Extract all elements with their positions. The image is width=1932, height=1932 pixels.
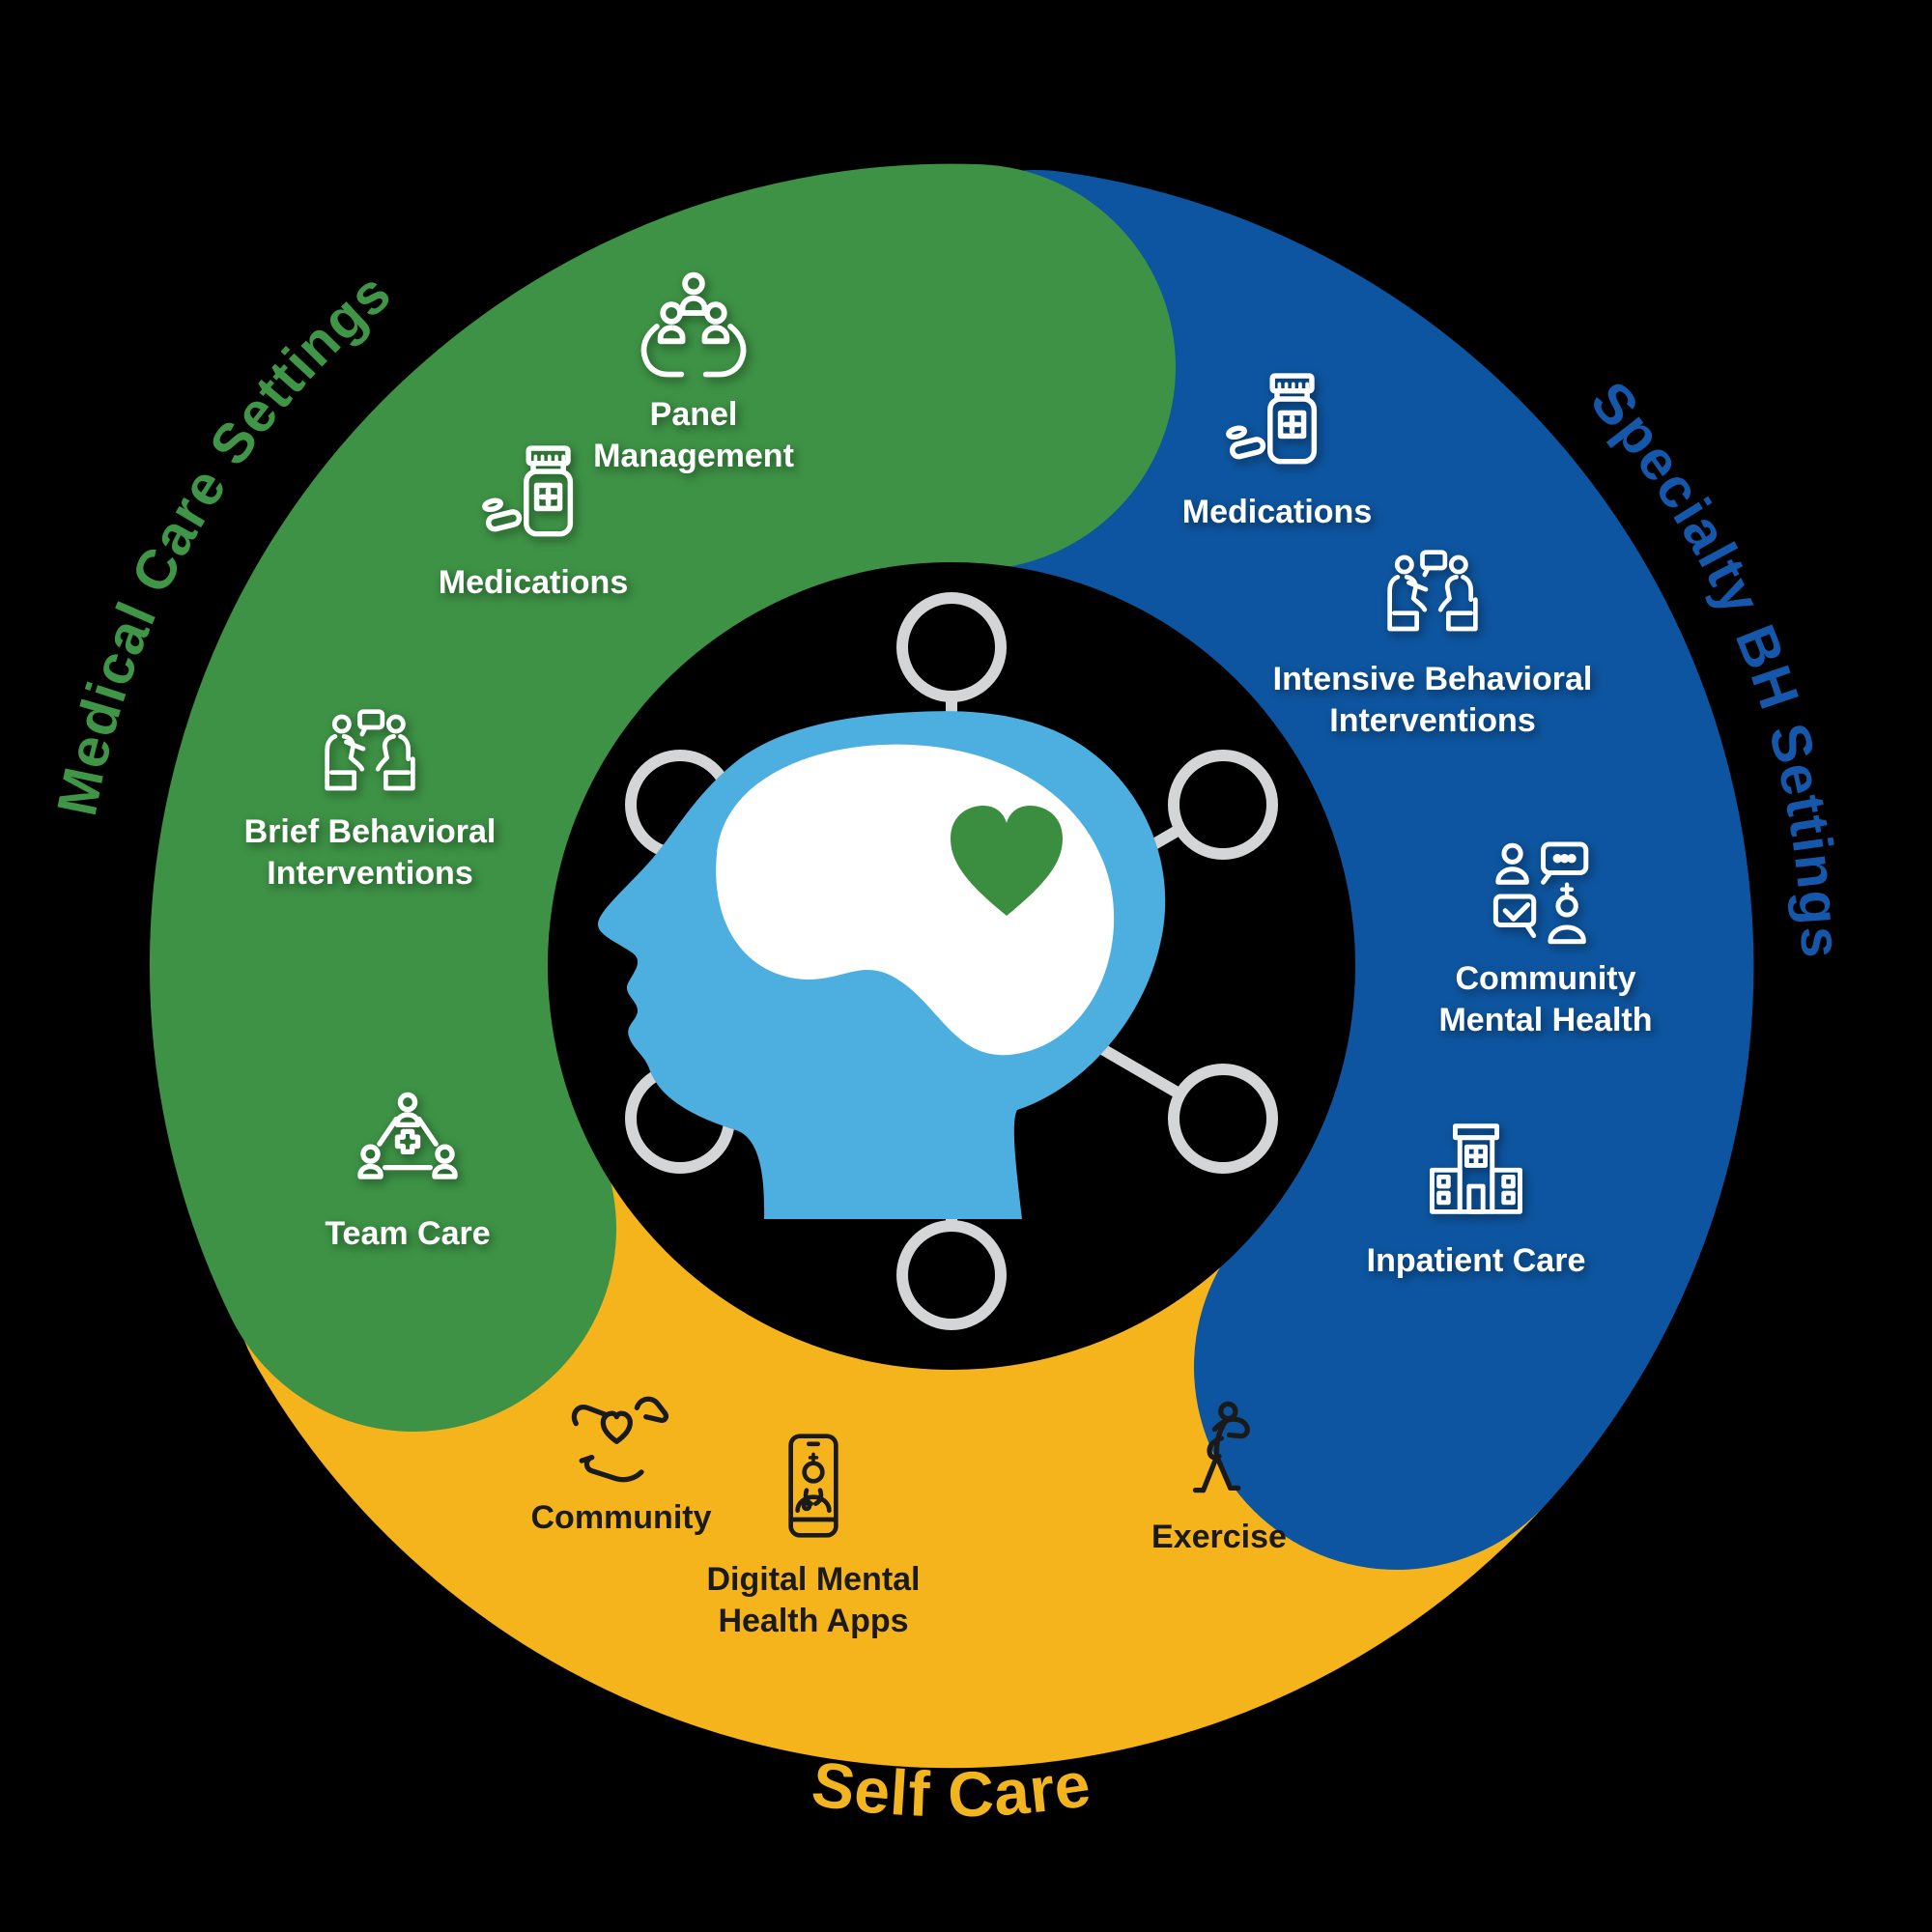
network-node-icon (1168, 750, 1278, 860)
item-label-line: Inpatient Care (1367, 1242, 1586, 1279)
item-label-line: Management (593, 438, 794, 474)
item-inpatient-care: Inpatient Care (1367, 1126, 1586, 1279)
item-medications: Medications (1182, 376, 1372, 530)
item-label-line: Medications (439, 564, 628, 601)
heart-icon (951, 806, 1063, 916)
item-label-line: Community (1456, 960, 1636, 997)
item-label-line: Mental Health (1438, 1002, 1652, 1038)
item-label-line: Interventions (1329, 702, 1535, 739)
item-medications: Medications (439, 448, 628, 601)
item-team-care: Team Care (325, 1094, 491, 1252)
item-label-line: Health Apps (718, 1603, 908, 1639)
item-label-line: Interventions (267, 855, 472, 892)
network-node-icon (896, 592, 1007, 702)
item-exercise: Exercise (1151, 1404, 1287, 1555)
item-label-line: Team Care (325, 1215, 490, 1252)
item-community: Community (531, 1399, 712, 1536)
network-node-icon (896, 1220, 1007, 1330)
item-label-line: Brief Behavioral (244, 813, 497, 850)
item-label-line: Digital Mental (706, 1561, 920, 1598)
section-title-self-care: Self Care (808, 1747, 1095, 1831)
item-label-line: Intensive Behavioral (1273, 661, 1593, 697)
ring-medical-care (149, 163, 1176, 1432)
item-label-line: Exercise (1151, 1519, 1287, 1555)
item-label-line: Panel (650, 396, 738, 433)
item-label-line: Community (531, 1499, 712, 1536)
head-network-graphic (597, 592, 1278, 1330)
item-label-line: Medications (1182, 494, 1372, 530)
network-node-icon (1168, 1064, 1278, 1174)
